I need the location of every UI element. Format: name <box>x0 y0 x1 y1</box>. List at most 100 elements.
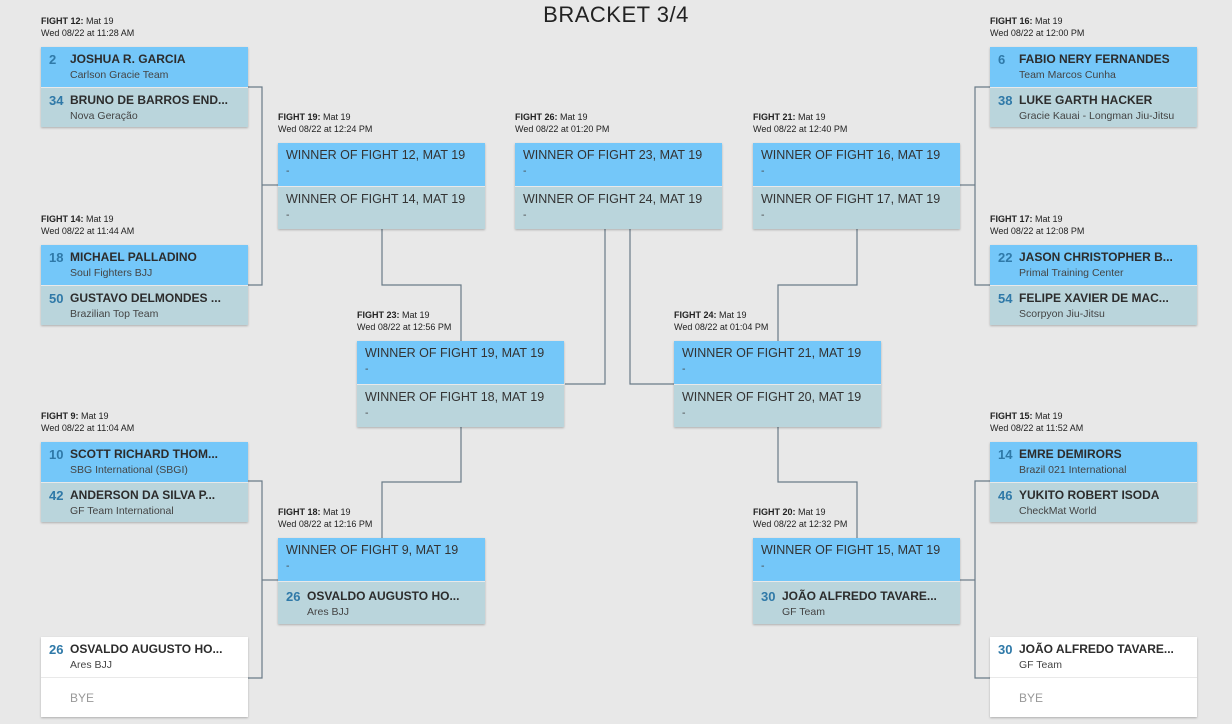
team-name: Brazilian Top Team <box>70 308 159 320</box>
winner-team: - <box>761 165 765 177</box>
bye-slot: BYE <box>41 677 248 717</box>
seed-number: 30 <box>998 642 1013 657</box>
winner-slot[interactable]: WINNER OF FIGHT 15, MAT 19 - <box>753 538 960 581</box>
fight-16-match: 6 FABIO NERY FERNANDES Team Marcos Cunha… <box>990 47 1197 127</box>
winner-placeholder: WINNER OF FIGHT 16, MAT 19 <box>761 148 941 162</box>
competitor-slot[interactable]: 42 ANDERSON DA SILVA P... GF Team Intern… <box>41 482 248 522</box>
competitor-slot[interactable]: 22 JASON CHRISTOPHER B... Primal Trainin… <box>990 245 1197 285</box>
winner-team: - <box>761 560 765 572</box>
team-name: Carlson Gracie Team <box>70 69 169 81</box>
winner-placeholder: WINNER OF FIGHT 23, MAT 19 <box>523 148 703 162</box>
bye-match-right: 30 JOÃO ALFREDO TAVARE... GF Team BYE <box>990 637 1197 717</box>
team-name: CheckMat World <box>1019 505 1097 517</box>
competitor-name: FELIPE XAVIER DE MAC... <box>1019 291 1169 305</box>
fight-21-match: WINNER OF FIGHT 16, MAT 19 - WINNER OF F… <box>753 143 960 229</box>
fight-15-match: 14 EMRE DEMIRORS Brazil 021 Internationa… <box>990 442 1197 522</box>
winner-slot[interactable]: WINNER OF FIGHT 24, MAT 19 - <box>515 186 722 229</box>
winner-slot[interactable]: WINNER OF FIGHT 23, MAT 19 - <box>515 143 722 186</box>
competitor-slot[interactable]: 18 MICHAEL PALLADINO Soul Fighters BJJ <box>41 245 248 285</box>
winner-placeholder: WINNER OF FIGHT 12, MAT 19 <box>286 148 466 162</box>
winner-team: - <box>523 165 527 177</box>
team-name: GF Team International <box>70 505 174 517</box>
team-name: SBG International (SBGI) <box>70 464 188 476</box>
winner-slot[interactable]: WINNER OF FIGHT 19, MAT 19 - <box>357 341 564 384</box>
fight-12-match: 2 JOSHUA R. GARCIA Carlson Gracie Team 3… <box>41 47 248 127</box>
winner-slot[interactable]: WINNER OF FIGHT 9, MAT 19 - <box>278 538 485 581</box>
fight-18-match: WINNER OF FIGHT 9, MAT 19 - 26 OSVALDO A… <box>278 538 485 624</box>
winner-team: - <box>365 407 369 419</box>
fight-20-match: WINNER OF FIGHT 15, MAT 19 - 30 JOÃO ALF… <box>753 538 960 624</box>
fight-14-match: 18 MICHAEL PALLADINO Soul Fighters BJJ 5… <box>41 245 248 325</box>
winner-slot[interactable]: WINNER OF FIGHT 12, MAT 19 - <box>278 143 485 186</box>
winner-team: - <box>682 407 686 419</box>
competitor-name: JOÃO ALFREDO TAVARE... <box>1019 642 1174 656</box>
winner-placeholder: WINNER OF FIGHT 9, MAT 19 <box>286 543 459 557</box>
winner-slot[interactable]: WINNER OF FIGHT 14, MAT 19 - <box>278 186 485 229</box>
team-name: GF Team <box>1019 659 1062 671</box>
winner-placeholder: WINNER OF FIGHT 17, MAT 19 <box>761 192 941 206</box>
team-name: Brazil 021 International <box>1019 464 1127 476</box>
fight-23-match: WINNER OF FIGHT 19, MAT 19 - WINNER OF F… <box>357 341 564 427</box>
competitor-slot[interactable]: 38 LUKE GARTH HACKER Gracie Kauai - Long… <box>990 87 1197 127</box>
seed-number: 54 <box>998 291 1013 306</box>
competitor-slot[interactable]: 46 YUKITO ROBERT ISODA CheckMat World <box>990 482 1197 522</box>
team-name: Nova Geração <box>70 110 138 122</box>
competitor-slot[interactable]: 54 FELIPE XAVIER DE MAC... Scorpyon Jiu-… <box>990 285 1197 325</box>
seed-number: 30 <box>761 589 776 604</box>
winner-slot[interactable]: WINNER OF FIGHT 18, MAT 19 - <box>357 384 564 427</box>
winner-slot[interactable]: WINNER OF FIGHT 17, MAT 19 - <box>753 186 960 229</box>
competitor-slot[interactable]: 26 OSVALDO AUGUSTO HO... Ares BJJ <box>278 581 485 624</box>
competitor-name: FABIO NERY FERNANDES <box>1019 52 1170 66</box>
competitor-name: ANDERSON DA SILVA P... <box>70 488 216 502</box>
competitor-name: MICHAEL PALLADINO <box>70 250 197 264</box>
fight-24-match: WINNER OF FIGHT 21, MAT 19 - WINNER OF F… <box>674 341 881 427</box>
competitor-slot[interactable]: 10 SCOTT RICHARD THOM... SBG Internation… <box>41 442 248 482</box>
competitor-name: JOSHUA R. GARCIA <box>70 52 186 66</box>
team-name: Soul Fighters BJJ <box>70 267 153 279</box>
bracket-title: BRACKET 3/4 <box>543 2 689 27</box>
competitor-name: JOÃO ALFREDO TAVARE... <box>782 589 937 603</box>
competitor-slot[interactable]: 50 GUSTAVO DELMONDES ... Brazilian Top T… <box>41 285 248 325</box>
winner-placeholder: WINNER OF FIGHT 15, MAT 19 <box>761 543 941 557</box>
competitor-name: OSVALDO AUGUSTO HO... <box>307 589 460 603</box>
winner-placeholder: WINNER OF FIGHT 21, MAT 19 <box>682 346 862 360</box>
fight-19-match: WINNER OF FIGHT 12, MAT 19 - WINNER OF F… <box>278 143 485 229</box>
competitor-slot[interactable]: 30 JOÃO ALFREDO TAVARE... GF Team <box>753 581 960 624</box>
competitor-slot[interactable]: 34 BRUNO DE BARROS END... Nova Geração <box>41 87 248 127</box>
winner-slot[interactable]: WINNER OF FIGHT 16, MAT 19 - <box>753 143 960 186</box>
bye-slot: BYE <box>990 677 1197 717</box>
bye-label: BYE <box>1019 691 1044 705</box>
team-name: Gracie Kauai - Longman Jiu-Jitsu <box>1019 110 1175 122</box>
winner-team: - <box>523 209 527 221</box>
competitor-slot[interactable]: 30 JOÃO ALFREDO TAVARE... GF Team <box>990 637 1197 677</box>
seed-number: 38 <box>998 93 1013 108</box>
competitor-slot[interactable]: 6 FABIO NERY FERNANDES Team Marcos Cunha <box>990 47 1197 87</box>
winner-slot[interactable]: WINNER OF FIGHT 20, MAT 19 - <box>674 384 881 427</box>
competitor-slot[interactable]: 14 EMRE DEMIRORS Brazil 021 Internationa… <box>990 442 1197 482</box>
team-name: Primal Training Center <box>1019 267 1124 279</box>
team-name: Ares BJJ <box>70 659 113 671</box>
seed-number: 26 <box>49 642 64 657</box>
team-name: Ares BJJ <box>307 606 350 618</box>
winner-slot[interactable]: WINNER OF FIGHT 21, MAT 19 - <box>674 341 881 384</box>
seed-number: 6 <box>998 52 1006 67</box>
winner-placeholder: WINNER OF FIGHT 14, MAT 19 <box>286 192 466 206</box>
winner-placeholder: WINNER OF FIGHT 24, MAT 19 <box>523 192 703 206</box>
competitor-slot[interactable]: 2 JOSHUA R. GARCIA Carlson Gracie Team <box>41 47 248 87</box>
seed-number: 2 <box>49 52 57 67</box>
fight-9-match: 10 SCOTT RICHARD THOM... SBG Internation… <box>41 442 248 522</box>
winner-team: - <box>286 165 290 177</box>
seed-number: 46 <box>998 488 1013 503</box>
competitor-slot[interactable]: 26 OSVALDO AUGUSTO HO... Ares BJJ <box>41 637 248 677</box>
bye-label: BYE <box>70 691 95 705</box>
